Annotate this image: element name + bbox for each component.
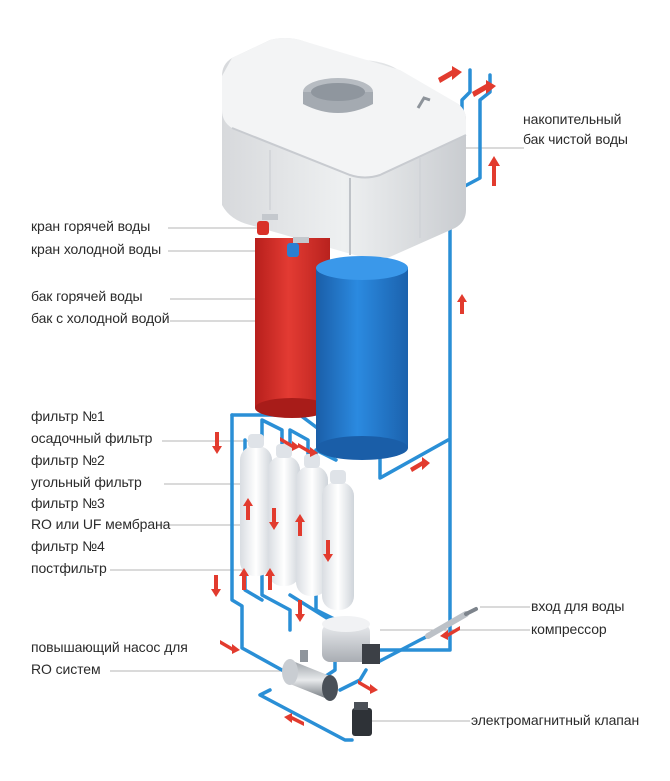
filter2-title: фильтр №2 <box>31 452 105 468</box>
cold-tap-label: кран холодной воды <box>31 241 162 257</box>
solenoid-valve-icon <box>352 702 372 736</box>
filter1-title: фильтр №1 <box>31 408 105 424</box>
flow-arrows <box>211 66 500 726</box>
booster-pump-icon <box>282 650 338 701</box>
filter2-desc: угольный фильтр <box>31 474 142 490</box>
compressor-label: компрессор <box>531 621 607 637</box>
storage-tank-label-line1: накопительный <box>523 111 622 127</box>
hot-tap-label: кран горячей воды <box>31 218 151 234</box>
filter-3 <box>296 454 328 596</box>
hot-tank-label: бак горячей воды <box>31 288 143 304</box>
water-inlet-label: вход для воды <box>531 598 625 614</box>
compressor-icon <box>322 616 380 664</box>
filter-1 <box>240 434 272 576</box>
solenoid-valve-label: электромагнитный клапан <box>471 712 640 728</box>
water-inlet-icon <box>425 607 478 639</box>
filter-cartridges <box>240 434 354 610</box>
filter4-desc: постфильтр <box>31 560 107 576</box>
filter-4 <box>322 470 354 610</box>
filter1-desc: осадочный фильтр <box>31 430 153 446</box>
storage-tank <box>222 38 467 260</box>
cold-tank-label: бак с холодной водой <box>31 310 170 326</box>
filter3-title: фильтр №3 <box>31 495 105 511</box>
filter4-title: фильтр №4 <box>31 538 105 554</box>
storage-tank-label-line2: бак чистой воды <box>523 131 628 147</box>
cold-tap-icon <box>287 237 309 257</box>
filter3-desc: RO или UF мембрана <box>31 516 171 532</box>
booster-pump-label-line1: повышающий насос для <box>31 639 188 655</box>
booster-pump-label-line2: RO систем <box>31 661 101 677</box>
filter-2 <box>268 444 300 586</box>
hot-tap-icon <box>257 214 278 235</box>
cold-water-tank <box>316 256 408 460</box>
